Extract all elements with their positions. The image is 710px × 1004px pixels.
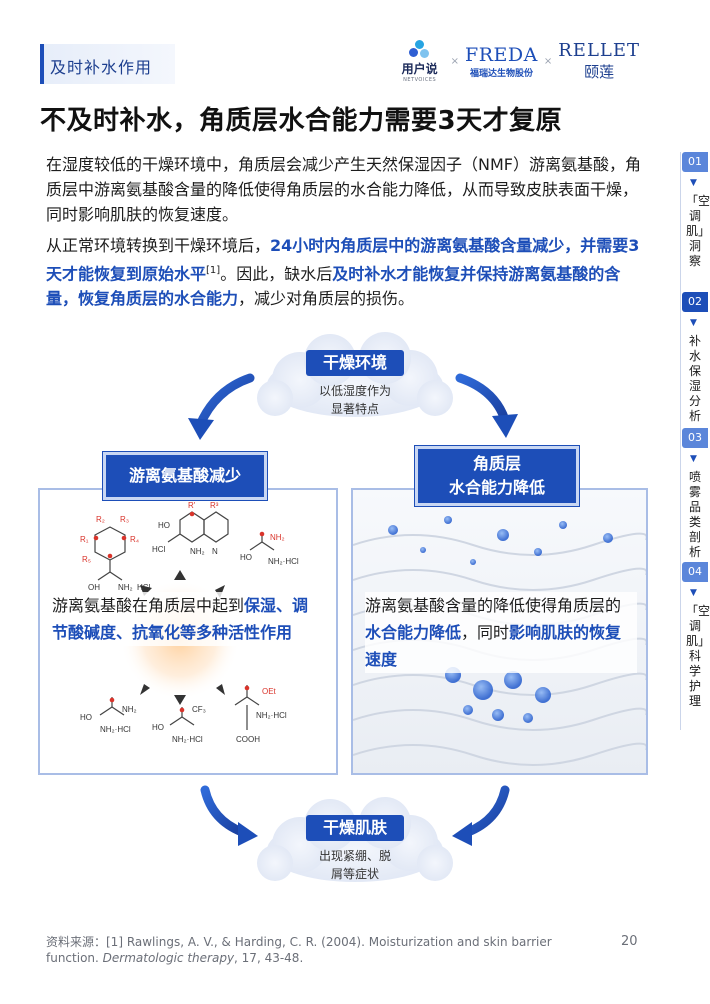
mol-label: NH₂·HCl bbox=[268, 557, 299, 566]
body-paragraph-2: 从正常环境转换到干燥环境后，24小时内角质层中的游离氨基酸含量减少，并需要3天才… bbox=[46, 236, 640, 309]
bottom-cloud-title: 干燥肌肤 bbox=[306, 815, 404, 841]
sidebar-rail bbox=[680, 152, 710, 730]
sidebar-item-03-number[interactable]: 03 bbox=[682, 428, 708, 448]
right-panel-label: 角质层 水合能力降低 bbox=[415, 446, 579, 506]
mol-label: HO bbox=[152, 723, 164, 732]
yonghushuo-logo-icon bbox=[408, 39, 431, 60]
mol-label: OEt bbox=[262, 687, 277, 696]
partner-logos: 用户说 NETVOICES × FREDA 福瑞达生物股份 × RELLET 颐… bbox=[395, 38, 640, 84]
section-tag: 及时补水作用 bbox=[40, 44, 175, 84]
right-panel-text: 游离氨基酸含量的降低使得角质层的水合能力降低，同时影响肌肤的恢复速度 bbox=[365, 592, 637, 673]
sidebar-item-04-number[interactable]: 04 bbox=[682, 562, 708, 582]
sidebar-item-04-label[interactable]: 「空调肌」科学护理 bbox=[686, 604, 710, 708]
sidebar-item-01-number[interactable]: 01 bbox=[682, 152, 708, 172]
page-number: 20 bbox=[621, 934, 638, 949]
right-panel: 游离氨基酸含量的降低使得角质层的水合能力降低，同时影响肌肤的恢复速度 bbox=[351, 488, 648, 775]
mol-label: R³ bbox=[210, 501, 219, 510]
section-tag-label: 及时补水作用 bbox=[50, 58, 153, 77]
mol-label: N bbox=[212, 547, 218, 556]
yonghushuo-logo: 用户说 NETVOICES bbox=[395, 39, 445, 83]
arrow-bottom-left-icon bbox=[200, 785, 258, 846]
mol-label: R₁ bbox=[80, 535, 89, 544]
mol-label: HCl bbox=[152, 545, 166, 554]
left-panel-label: 游离氨基酸减少 bbox=[103, 452, 267, 500]
chevron-down-icon: ▼ bbox=[690, 454, 697, 464]
mol-label: R' bbox=[188, 501, 196, 510]
logo-separator: × bbox=[543, 55, 553, 67]
mol-label: NH₂·HCl bbox=[100, 725, 131, 734]
sidebar-item-01-label[interactable]: 「空调肌」洞察 bbox=[686, 194, 710, 268]
mol-label: NH₂ bbox=[270, 533, 285, 542]
sidebar-item-02-number[interactable]: 02 bbox=[682, 292, 708, 312]
mol-label: CF₃ bbox=[192, 705, 206, 714]
left-panel: R₁ R₂ R₃ R₄ R₅ OH NH₂ HCl HO R' R³ HCl N… bbox=[38, 488, 338, 775]
mol-label: COOH bbox=[236, 735, 260, 744]
body-paragraph-1: 在湿度较低的干燥环境中，角质层会减少产生天然保湿因子（NMF）游离氨基酸，角质层… bbox=[46, 155, 641, 224]
page-title: 不及时补水，角质层水合能力需要3天才复原 bbox=[40, 106, 563, 136]
mol-label: NH₂·HCl bbox=[256, 711, 287, 720]
top-cloud-title: 干燥环境 bbox=[306, 350, 404, 376]
source-citation: 资料来源：[1] Rawlings, A. V., & Harding, C. … bbox=[46, 935, 552, 965]
arrow-bottom-right-icon bbox=[452, 785, 510, 846]
logo-separator: × bbox=[450, 55, 460, 67]
citation-ref: [1] bbox=[206, 265, 221, 276]
chapter-sidebar: 01 ▼ 「空调肌」洞察 02 ▼ 补水保湿分析 03 ▼ 喷雾品类剖析 04 … bbox=[680, 152, 710, 730]
mol-label: HO bbox=[158, 521, 170, 530]
mol-label: OH bbox=[88, 583, 100, 592]
sidebar-item-02-label[interactable]: 补水保湿分析 bbox=[688, 334, 701, 423]
mol-label: R₂ bbox=[96, 515, 105, 524]
mol-label: HCl bbox=[137, 583, 151, 592]
rellet-logo: RELLET 颐莲 bbox=[558, 40, 640, 81]
chevron-down-icon: ▼ bbox=[690, 178, 697, 188]
mol-label: NH₂ bbox=[190, 547, 205, 556]
mol-label: NH₂·HCl bbox=[172, 735, 203, 744]
chevron-down-icon: ▼ bbox=[690, 588, 697, 598]
mol-label: HO bbox=[80, 713, 92, 722]
chevron-down-icon: ▼ bbox=[690, 318, 697, 328]
mol-label: HO bbox=[240, 553, 252, 562]
mol-label: R₄ bbox=[130, 535, 139, 544]
freda-logo: FREDA 福瑞达生物股份 bbox=[465, 43, 538, 79]
section-tag-bar bbox=[40, 44, 44, 84]
mol-label: NH₂ bbox=[118, 583, 133, 592]
sidebar-item-03-label[interactable]: 喷雾品类剖析 bbox=[688, 470, 701, 559]
mol-label: R₅ bbox=[82, 555, 91, 564]
arrow-top-left-icon bbox=[188, 373, 255, 440]
arrow-top-right-icon bbox=[455, 373, 518, 438]
bottom-cloud-desc: 出现紧绷、脱 屑等症状 bbox=[318, 849, 391, 881]
left-panel-text: 游离氨基酸在角质层中起到保湿、调节酸碱度、抗氧化等多种活性作用 bbox=[52, 592, 324, 646]
mol-label: NH₂ bbox=[122, 705, 137, 714]
mol-label: R₃ bbox=[120, 515, 129, 524]
top-cloud-desc: 以低湿度作为 显著特点 bbox=[318, 384, 391, 416]
